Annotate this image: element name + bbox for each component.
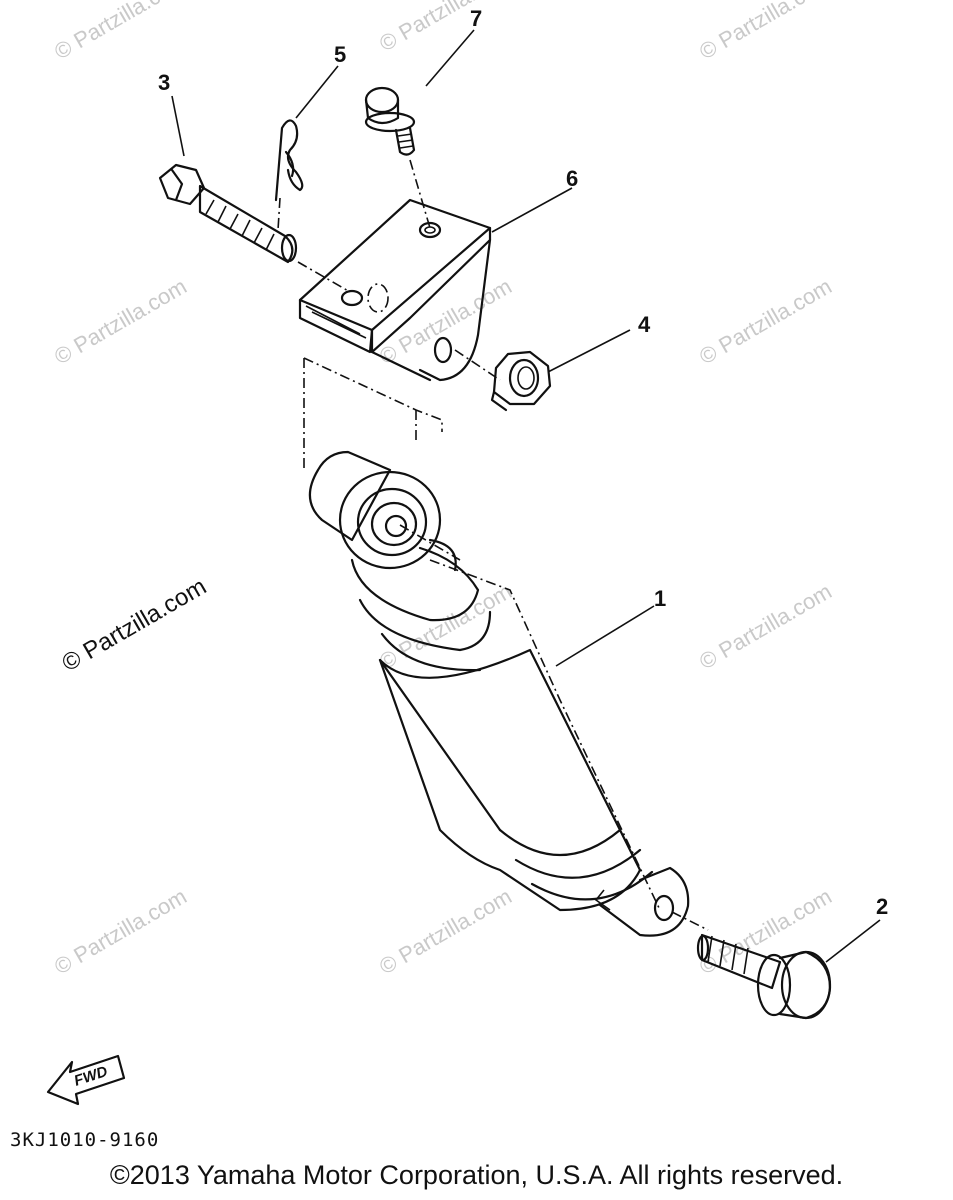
watermark: © Partzilla.com (58, 573, 212, 677)
part-4-axis (454, 349, 501, 381)
fwd-label: FWD (72, 1063, 110, 1090)
leader-lines (171, 29, 881, 963)
part-6-bracket (298, 198, 492, 470)
callout-1: 1 (654, 586, 666, 611)
part-3-bolt (158, 163, 298, 264)
watermark: © Partzilla.com (695, 579, 836, 675)
callout-2: 2 (876, 894, 888, 919)
fwd-arrow-icon: FWD (46, 1054, 126, 1106)
diagram-code: 3KJ1010-9160 (10, 1129, 159, 1151)
callout-5: 5 (334, 42, 346, 67)
callout-3: 3 (158, 70, 170, 95)
watermark: © Partzilla.com (50, 0, 191, 64)
watermark: © Partzilla.com (695, 274, 836, 370)
part-2-axis (671, 911, 709, 931)
part-7-axis (409, 159, 431, 229)
watermark: © Partzilla.com (375, 579, 516, 675)
watermark: © Partzilla.com (375, 0, 516, 56)
copyright-notice: ©2013 Yamaha Motor Corporation, U.S.A. A… (109, 1160, 844, 1190)
watermark: © Partzilla.com (375, 274, 516, 370)
part-1-shock-absorber (308, 450, 690, 937)
callouts: 1 2 3 4 5 6 7 (158, 6, 888, 919)
watermark: © Partzilla.com (50, 274, 191, 370)
part-2-bolt (696, 933, 832, 1020)
callout-7: 7 (470, 6, 482, 31)
part-4-nut (490, 350, 552, 412)
callout-4: 4 (638, 312, 651, 337)
part-5-clip (274, 119, 304, 202)
watermark: © Partzilla.com (375, 884, 516, 980)
part-7-bolt (364, 86, 416, 156)
part-1-axis (399, 524, 661, 911)
watermark: © Partzilla.com (50, 884, 191, 980)
callout-6: 6 (566, 166, 578, 191)
part-5-axis (277, 197, 281, 231)
watermark: © Partzilla.com (695, 0, 836, 64)
